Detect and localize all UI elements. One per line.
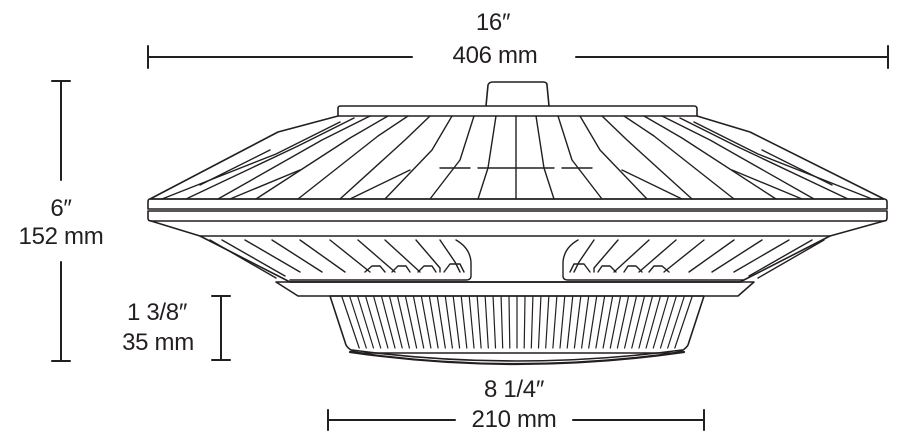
overall-width-metric-label: 406 mm — [420, 43, 570, 69]
lower-heatsink-outline — [150, 220, 885, 283]
mid-band-upper — [147, 198, 888, 210]
lower-fins-left — [209, 239, 472, 281]
overall-height-imperial-label: 6″ — [50, 195, 72, 222]
lens-height-dimension-line — [211, 295, 231, 361]
lens-width-dimension-line — [327, 409, 705, 431]
bottom-diffuser — [351, 349, 683, 362]
lens-height-metric-label: 35 mm — [122, 329, 194, 356]
width-dimension-line — [147, 45, 889, 69]
lens-width-imperial-label: 8 1/4″ — [483, 376, 545, 403]
lower-fins-right — [562, 239, 825, 281]
upper-fins — [161, 115, 873, 200]
top-plate — [337, 105, 698, 117]
mount-boss — [485, 81, 550, 107]
lens-height-imperial-label: 1 3/8″ — [126, 299, 188, 326]
lens-width-metric-label: 210 mm — [458, 407, 570, 433]
lens-collar — [275, 281, 755, 297]
lens-ribs — [341, 296, 693, 349]
mid-band-lower — [147, 210, 888, 222]
overall-height-metric-label: 152 mm — [18, 223, 104, 250]
height-dimension-line — [51, 80, 71, 362]
overall-width-imperial-label: 16″ — [475, 9, 511, 36]
